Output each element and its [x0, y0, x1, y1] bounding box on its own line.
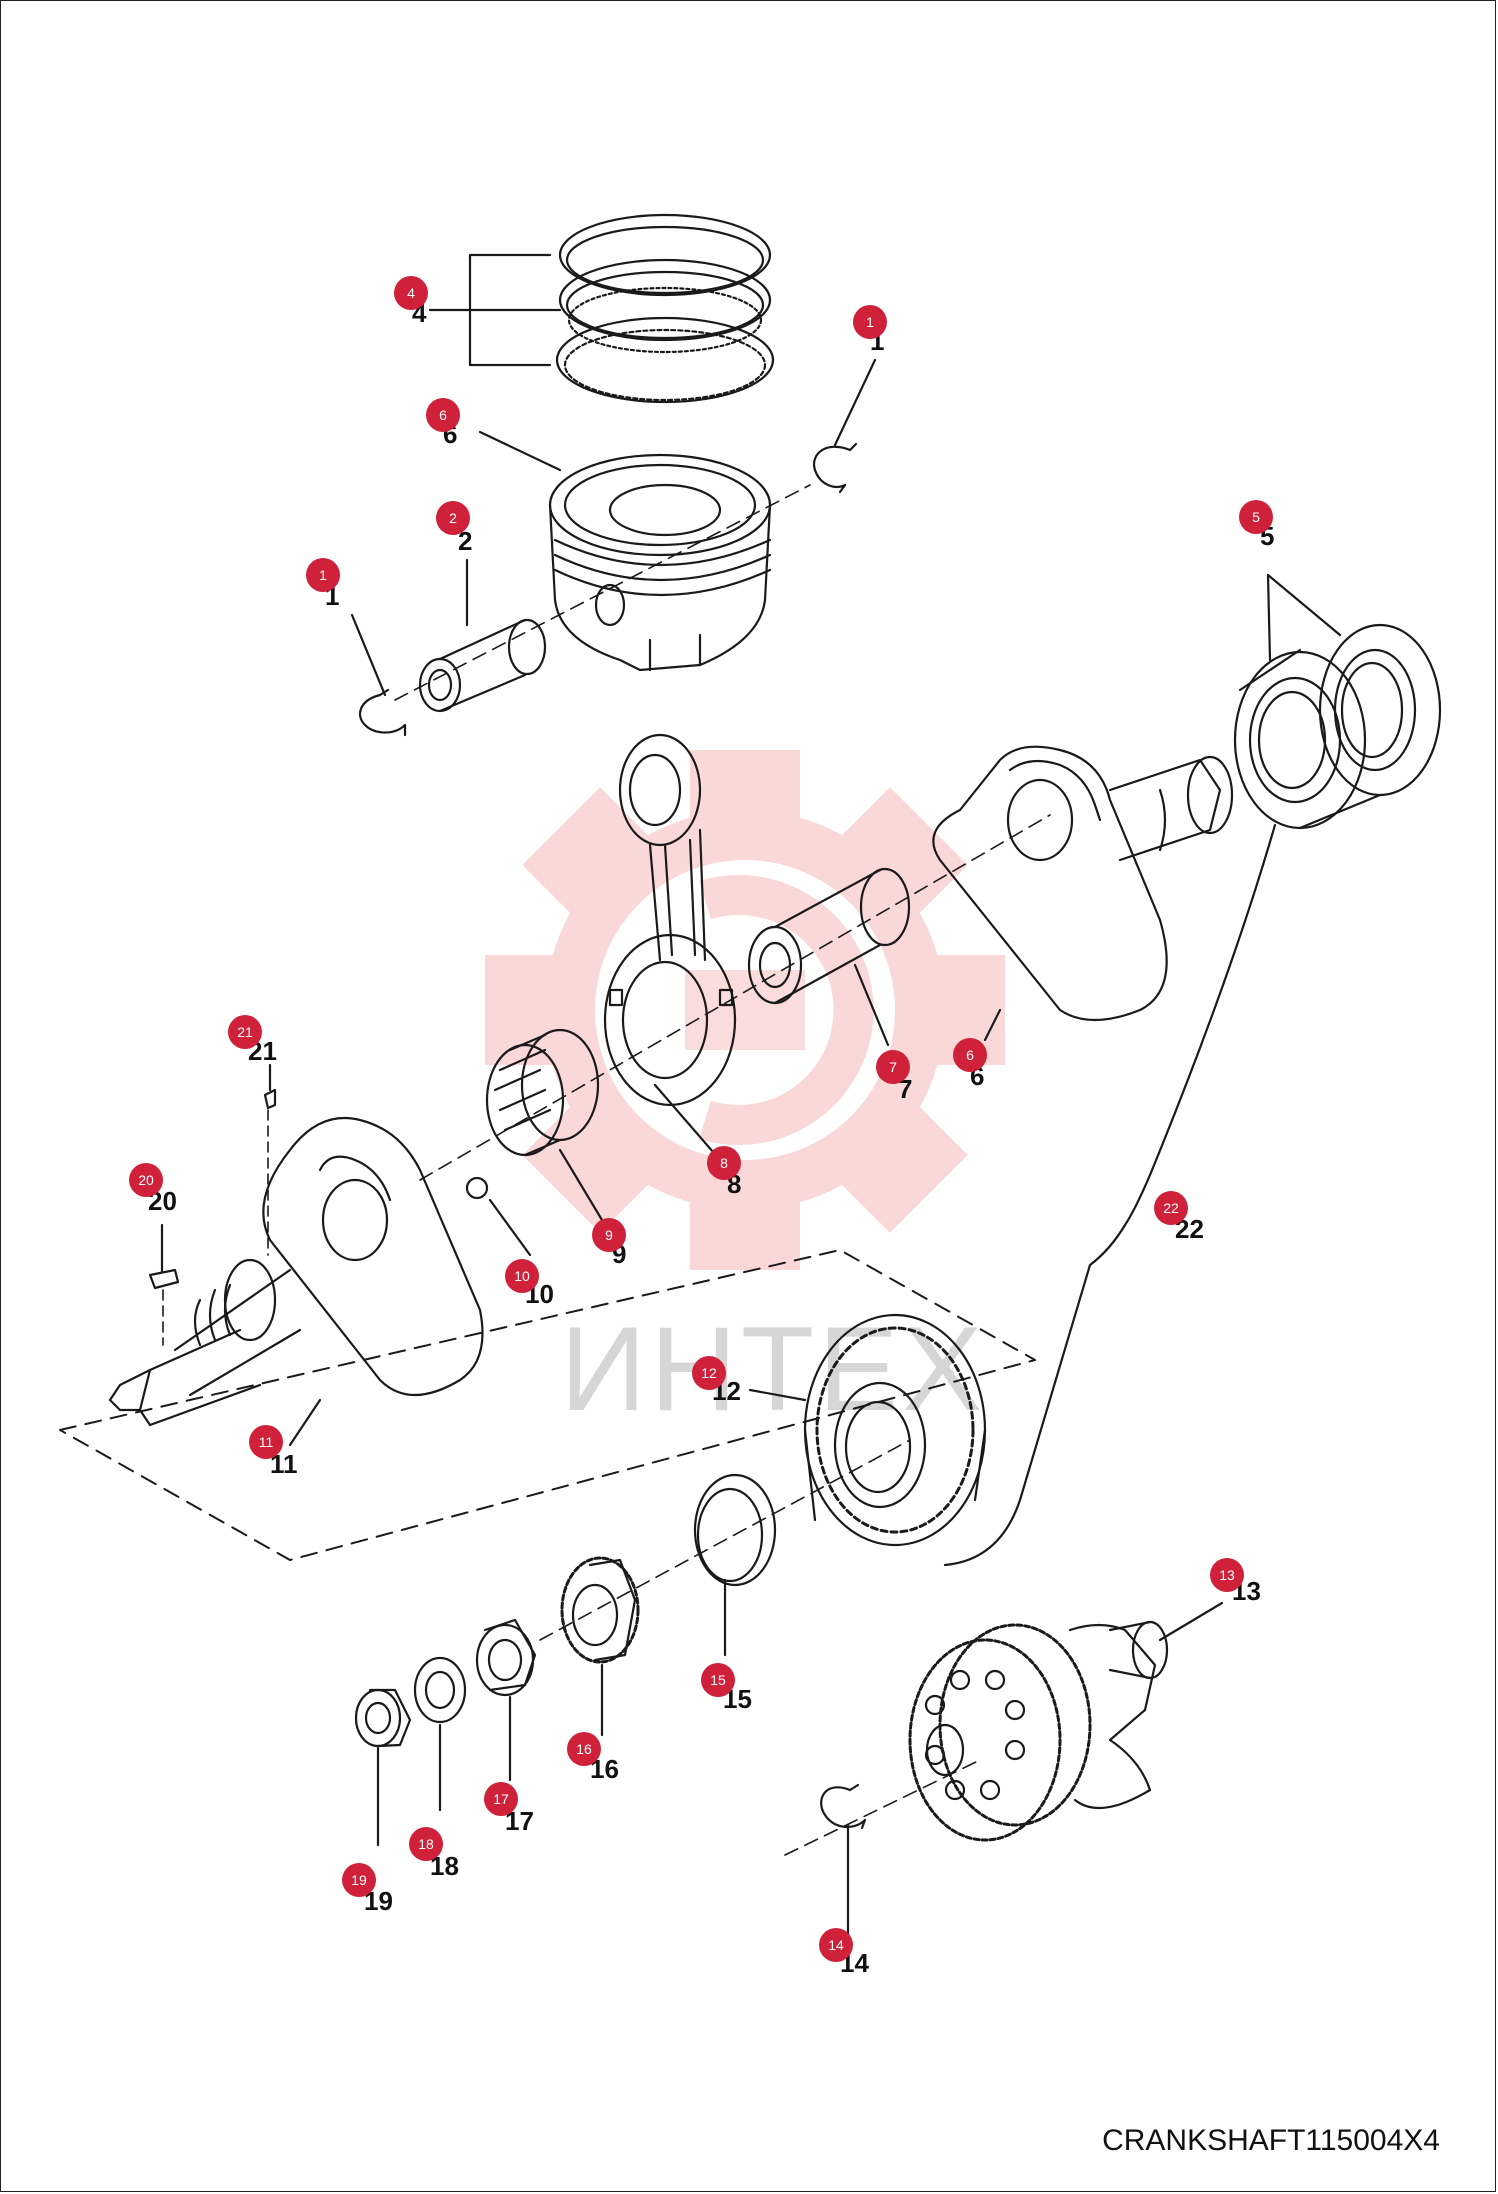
shim-ring: [693, 1473, 777, 1587]
svg-text:14: 14: [828, 1937, 844, 1953]
badge-7[interactable]: 7: [876, 1050, 910, 1084]
woodruff-key-20: [148, 1268, 180, 1290]
svg-text:22: 22: [1163, 1200, 1179, 1216]
badge-2[interactable]: 2: [436, 501, 470, 535]
svg-text:16: 16: [576, 1741, 592, 1757]
connecting-rod: [603, 733, 737, 1107]
leader-8: [653, 1083, 722, 1162]
callout-badges: 4 1 6 2 1 5 6 7 8 9 10 11 12 13 14 15 16…: [129, 276, 1273, 1962]
oil-seal: [354, 1688, 412, 1748]
crank-pin: [747, 867, 911, 1005]
leader-7: [853, 963, 890, 1047]
svg-text:8: 8: [720, 1155, 728, 1171]
leader-6: [983, 1008, 1002, 1042]
bracket-22: [943, 823, 1277, 1567]
badge-19[interactable]: 19: [342, 1863, 376, 1897]
leader-9: [558, 1148, 607, 1227]
leader-11: [288, 1398, 322, 1447]
leader-1a: [833, 358, 877, 447]
leader-5: [1266, 573, 1342, 662]
ring-bracket: [428, 253, 562, 367]
woodruff-key-21: [263, 1088, 277, 1110]
badge-1a[interactable]: 1: [853, 305, 887, 339]
svg-text:1: 1: [319, 567, 327, 583]
leader-3: [478, 430, 562, 472]
callout-num-2: 2: [458, 526, 472, 556]
svg-text:1: 1: [866, 314, 874, 330]
watermark-gear-icon: [485, 750, 1005, 1270]
svg-text:15: 15: [710, 1672, 726, 1688]
svg-text:17: 17: [493, 1791, 509, 1807]
badge-21[interactable]: 21: [228, 1015, 262, 1049]
svg-text:6: 6: [966, 1047, 974, 1063]
diagram-code: CRANKSHAFT115004X4: [1102, 2124, 1440, 2157]
svg-text:2: 2: [449, 510, 457, 526]
badge-15[interactable]: 15: [701, 1663, 735, 1697]
circlip-right: [812, 442, 858, 494]
badge-6[interactable]: 6: [953, 1038, 987, 1072]
badge-4[interactable]: 4: [394, 276, 428, 310]
assembly-dashed-box: [59, 1249, 1036, 1561]
svg-text:19: 19: [351, 1872, 367, 1888]
washer: [413, 1656, 467, 1724]
leader-10: [488, 1198, 532, 1257]
svg-text:7: 7: [889, 1059, 897, 1075]
crank-web-right: [932, 745, 1234, 1022]
badge-16[interactable]: 16: [567, 1732, 601, 1766]
piston: [548, 453, 772, 672]
badge-20[interactable]: 20: [129, 1163, 163, 1197]
svg-text:13: 13: [1219, 1567, 1235, 1583]
ball-bearings: [1233, 623, 1442, 830]
primary-gear: [803, 1313, 987, 1547]
badge-18[interactable]: 18: [409, 1827, 443, 1861]
svg-text:10: 10: [514, 1268, 530, 1284]
leader-1b: [350, 613, 387, 697]
ball: [465, 1176, 489, 1200]
svg-text:6: 6: [439, 407, 447, 423]
badge-13[interactable]: 13: [1210, 1558, 1244, 1592]
badge-17[interactable]: 17: [484, 1782, 518, 1816]
needle-bearing: [485, 1028, 600, 1157]
svg-text:4: 4: [407, 285, 415, 301]
svg-text:12: 12: [701, 1365, 717, 1381]
timing-sprocket: [560, 1556, 640, 1664]
badge-12[interactable]: 12: [692, 1356, 726, 1390]
badge-10[interactable]: 10: [505, 1259, 539, 1293]
svg-text:21: 21: [237, 1024, 253, 1040]
svg-text:20: 20: [138, 1172, 154, 1188]
svg-text:18: 18: [418, 1836, 434, 1852]
badge-11[interactable]: 11: [249, 1425, 283, 1459]
svg-text:11: 11: [259, 1434, 274, 1450]
badge-22[interactable]: 22: [1154, 1191, 1188, 1225]
svg-text:9: 9: [605, 1227, 613, 1243]
piston-rings: [555, 213, 775, 404]
badge-9[interactable]: 9: [592, 1218, 626, 1252]
svg-text:5: 5: [1252, 509, 1260, 525]
badge-1b[interactable]: 1: [306, 558, 340, 592]
crank-web-left: [108, 1116, 484, 1427]
leader-13: [1158, 1601, 1224, 1642]
badge-14[interactable]: 14: [819, 1928, 853, 1962]
badge-3[interactable]: 6: [426, 398, 460, 432]
badge-5[interactable]: 5: [1239, 500, 1273, 534]
circlip-left: [358, 688, 407, 737]
badge-8[interactable]: 8: [707, 1146, 741, 1180]
balancer-shaft: [908, 1620, 1169, 1842]
nut: [475, 1618, 537, 1697]
circlip-balancer: [820, 1783, 867, 1830]
piston-pin: [418, 618, 547, 713]
leader-12: [748, 1388, 807, 1402]
watermark-text: ИНТЕХ: [560, 1302, 986, 1436]
